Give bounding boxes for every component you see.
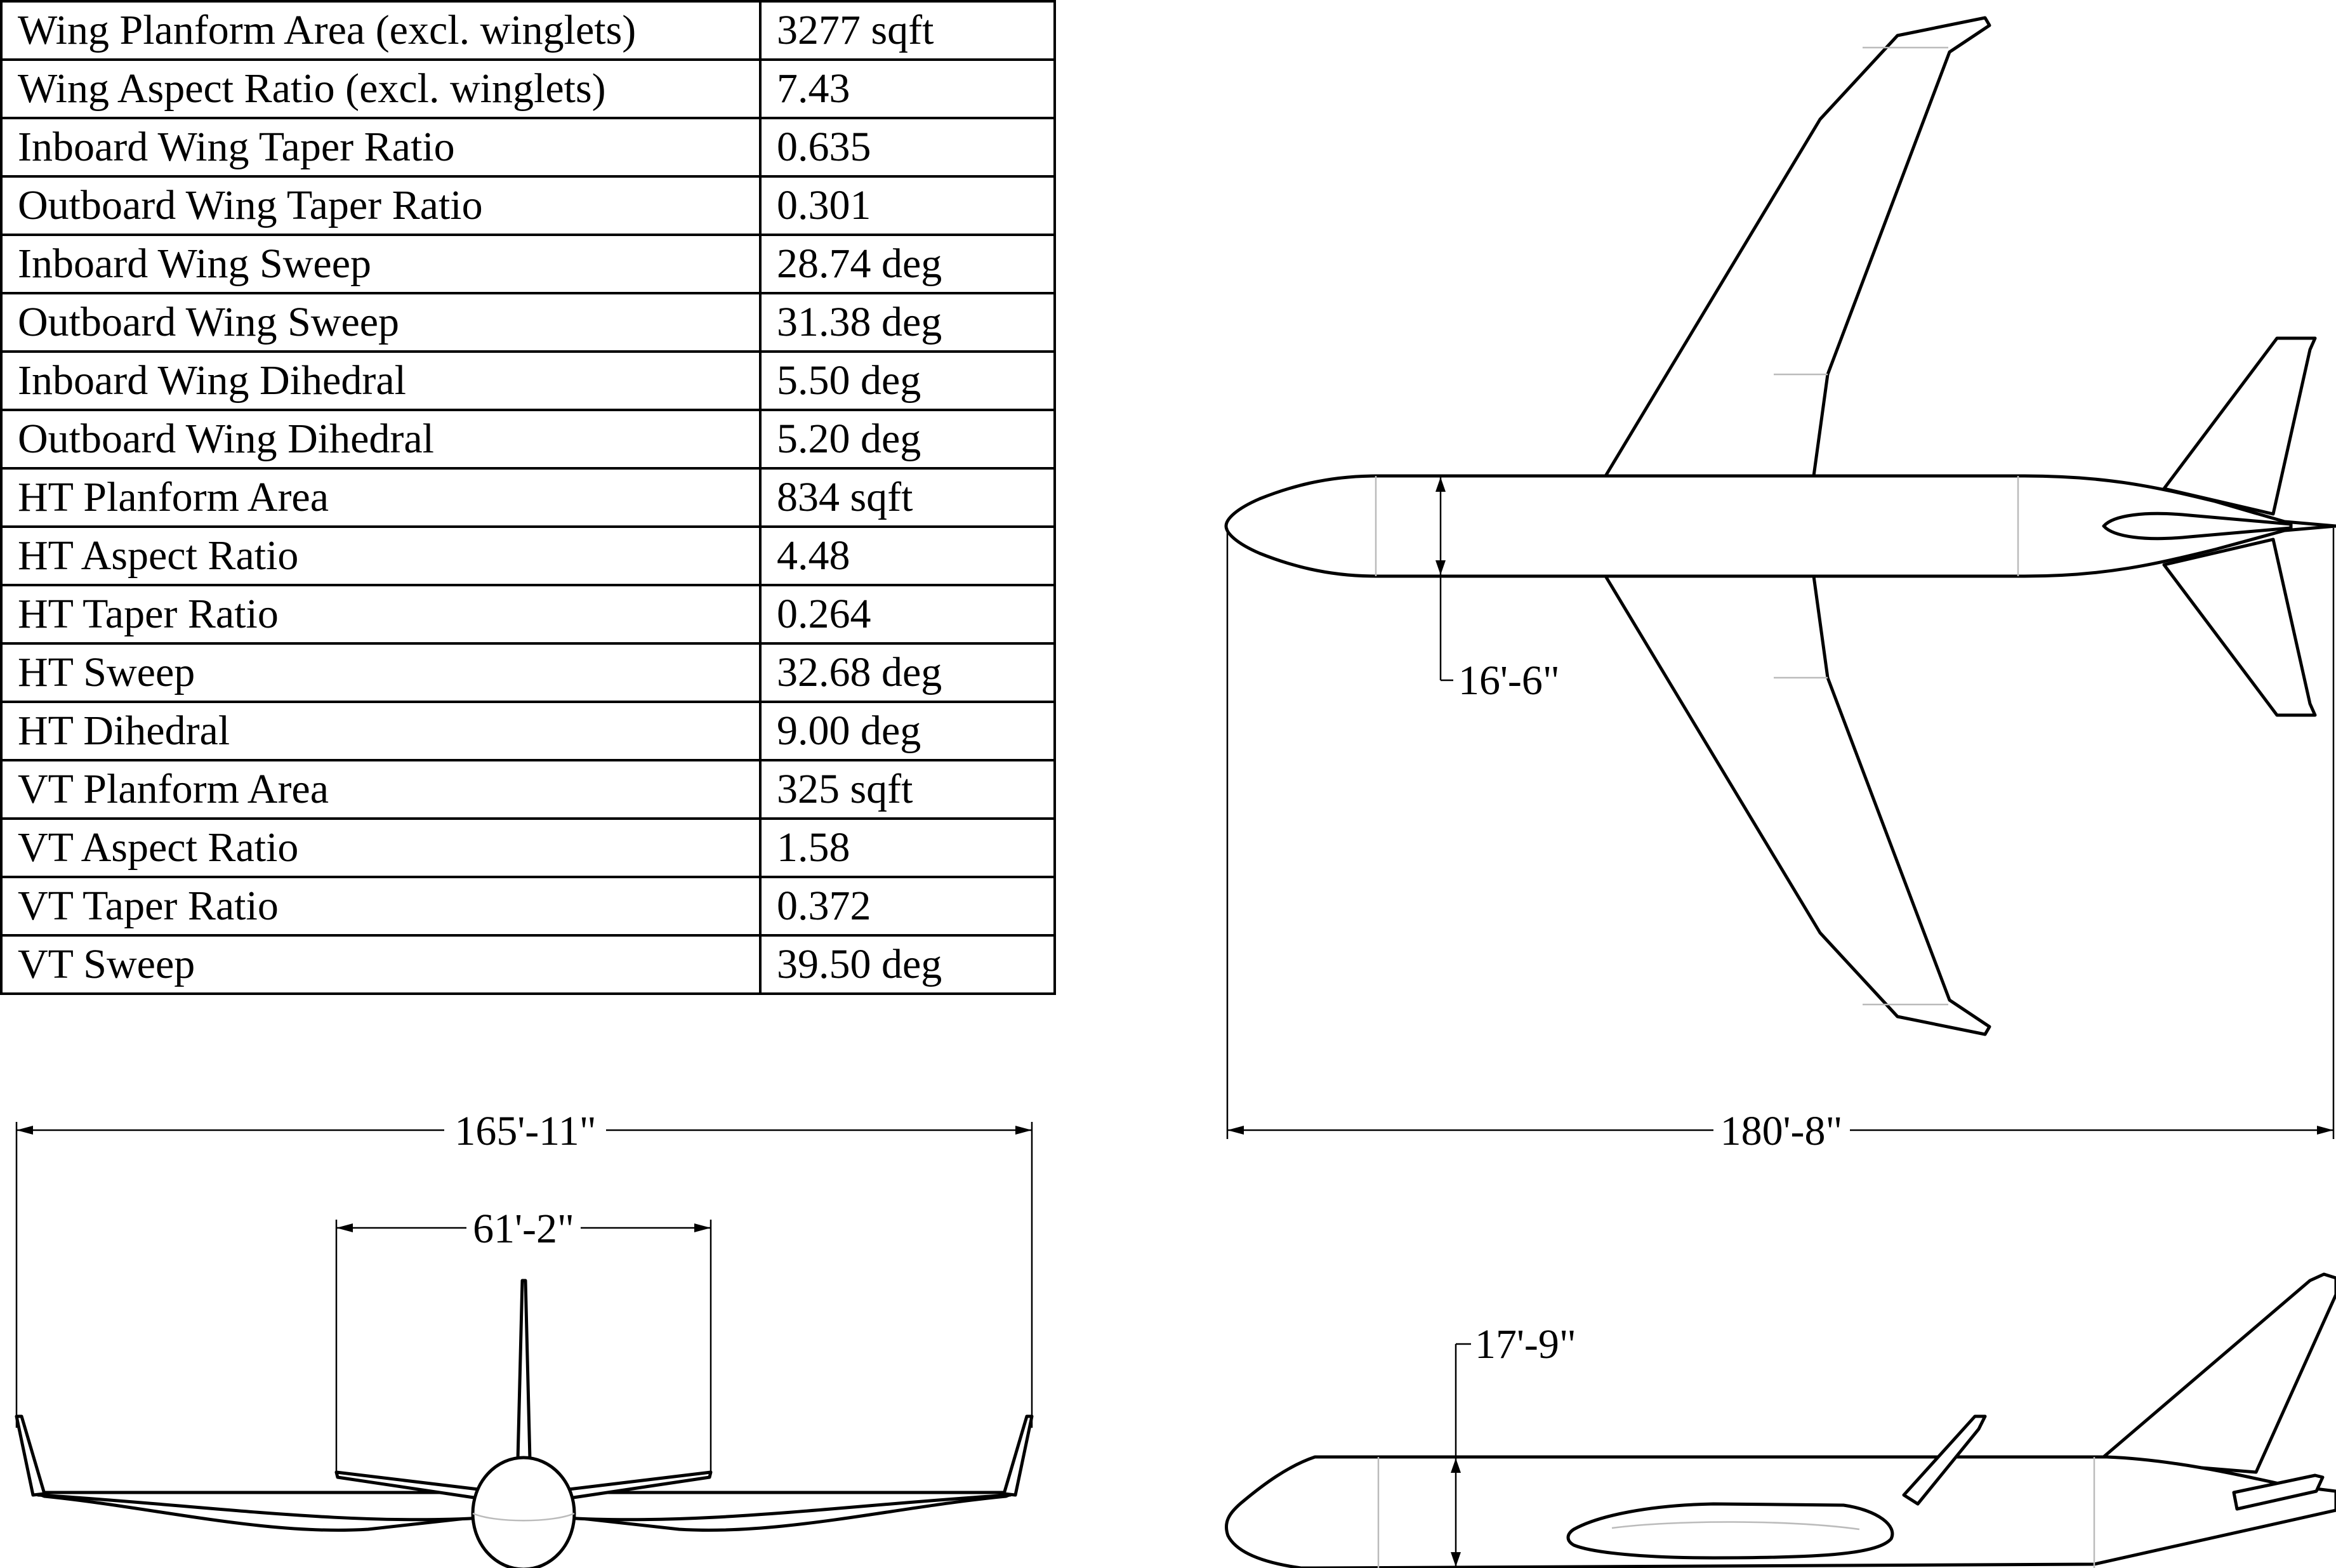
spec-row: Wing Aspect Ratio (excl. winglets)7.43 bbox=[0, 58, 1056, 119]
spec-label: HT Sweep bbox=[0, 642, 762, 703]
spec-row: Wing Planform Area (excl. winglets)3277 … bbox=[0, 0, 1056, 61]
spec-value: 1.58 bbox=[759, 817, 1056, 878]
spec-value: 325 sqft bbox=[759, 759, 1056, 820]
front-view-winglet-right bbox=[1002, 1414, 1034, 1497]
spec-label: Inboard Wing Taper Ratio bbox=[0, 117, 762, 178]
side-view-ht bbox=[2232, 1473, 2325, 1511]
spec-value: 5.50 deg bbox=[759, 350, 1056, 411]
spec-value: 3277 sqft bbox=[759, 0, 1056, 61]
spec-value: 39.50 deg bbox=[759, 934, 1056, 995]
spec-value: 28.74 deg bbox=[759, 234, 1056, 294]
spec-label: HT Aspect Ratio bbox=[0, 525, 762, 586]
side-view: 17'-9" bbox=[1224, 1272, 2336, 1568]
spec-value: 32.68 deg bbox=[759, 642, 1056, 703]
spec-value: 0.264 bbox=[759, 584, 1056, 645]
top-view-fuselage bbox=[1224, 474, 2336, 578]
spec-value: 5.20 deg bbox=[759, 409, 1056, 470]
spec-label: Outboard Wing Sweep bbox=[0, 292, 762, 353]
spec-label: VT Sweep bbox=[0, 934, 762, 995]
front-view-fuselage bbox=[471, 1456, 576, 1568]
overall-length-label: 180'-8" bbox=[1720, 1108, 1843, 1154]
spec-label: Inboard Wing Dihedral bbox=[0, 350, 762, 411]
spec-value: 0.301 bbox=[759, 175, 1056, 236]
spec-label: HT Taper Ratio bbox=[0, 584, 762, 645]
fuselage-diameter-label: 16'-6" bbox=[1458, 657, 1560, 704]
spec-label: HT Planform Area bbox=[0, 467, 762, 528]
side-view-vt bbox=[2099, 1272, 2336, 1474]
spec-label: HT Dihedral bbox=[0, 701, 762, 761]
side-view-winglet bbox=[1902, 1414, 1987, 1506]
spec-value: 31.38 deg bbox=[759, 292, 1056, 353]
front-view: 165'-11" 61'-2" bbox=[15, 1108, 1034, 1568]
spec-label: VT Aspect Ratio bbox=[0, 817, 762, 878]
spec-label: VT Taper Ratio bbox=[0, 876, 762, 937]
spec-label: Wing Planform Area (excl. winglets) bbox=[0, 0, 762, 61]
top-view-vt bbox=[2102, 511, 2293, 541]
spec-label: VT Planform Area bbox=[0, 759, 762, 820]
top-view-upper-wing bbox=[1604, 16, 1991, 478]
side-view-wing-root bbox=[1566, 1502, 1894, 1560]
spec-label: Outboard Wing Taper Ratio bbox=[0, 175, 762, 236]
spec-table: Wing Planform Area (excl. winglets)3277 … bbox=[0, 0, 1056, 995]
spec-value: 7.43 bbox=[759, 58, 1056, 119]
top-view-ht-lower bbox=[2162, 537, 2317, 717]
front-view-vt bbox=[516, 1279, 532, 1461]
spec-value: 834 sqft bbox=[759, 467, 1056, 528]
spec-label: Outboard Wing Dihedral bbox=[0, 409, 762, 470]
top-view-ht-upper bbox=[2162, 336, 2317, 516]
spec-value: 0.372 bbox=[759, 876, 1056, 937]
wing-span-label: 165'-11" bbox=[454, 1108, 596, 1154]
spec-value: 0.635 bbox=[759, 117, 1056, 178]
top-view-lower-wing bbox=[1604, 574, 1991, 1036]
fuselage-height-label: 17'-9" bbox=[1475, 1321, 1576, 1367]
spec-value: 4.48 bbox=[759, 525, 1056, 586]
front-view-winglet-left bbox=[15, 1414, 46, 1497]
spec-label: Inboard Wing Sweep bbox=[0, 234, 762, 294]
ht-span-label: 61'-2" bbox=[473, 1206, 574, 1252]
spec-table-body: Wing Planform Area (excl. winglets)3277 … bbox=[0, 0, 1056, 995]
spec-label: Wing Aspect Ratio (excl. winglets) bbox=[0, 58, 762, 119]
top-view: 16'-6" 180'-8" bbox=[1224, 16, 2336, 1154]
spec-value: 9.00 deg bbox=[759, 701, 1056, 761]
